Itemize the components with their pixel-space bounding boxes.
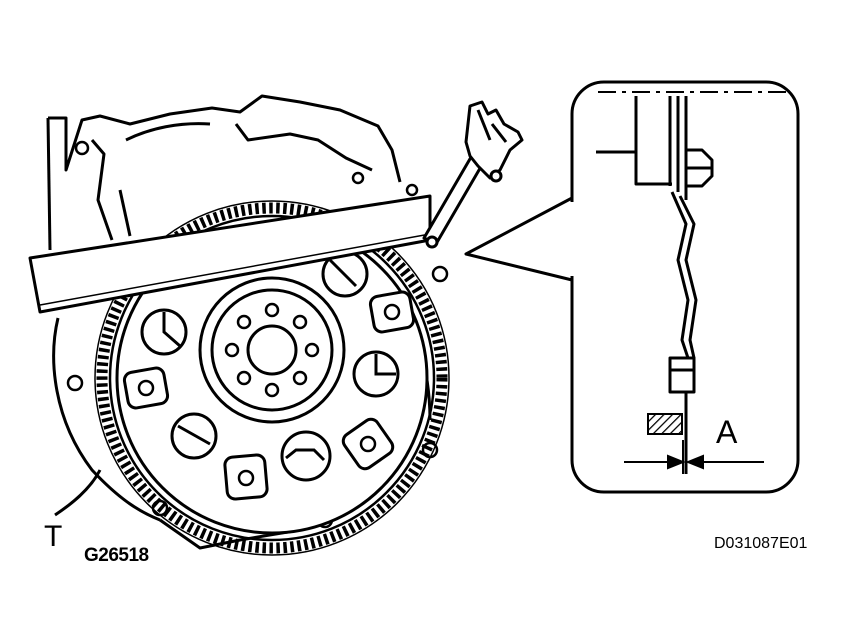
crankshaft-hub <box>198 276 346 424</box>
lightening-hole-marks <box>162 258 396 462</box>
measuring-tool <box>422 100 524 249</box>
hatched-section <box>647 413 683 435</box>
dimension-a-markers <box>624 440 764 474</box>
ring-gear-inner-edge <box>108 214 436 542</box>
figure-number-label: G26518 <box>84 545 149 566</box>
document-code-label: D031087E01 <box>714 535 808 552</box>
straight-edge-bar-bevel <box>39 233 431 306</box>
dimension-a-label: A <box>716 414 738 450</box>
engine-housing <box>46 94 432 550</box>
detail-view <box>596 91 788 474</box>
callout-pointer <box>464 196 574 282</box>
ring-gear <box>96 202 448 554</box>
ring-gear-outer-edge <box>94 200 450 556</box>
mounting-pad-bolts <box>137 303 401 487</box>
hub-bolt-holes <box>224 302 320 398</box>
view-marker-label: T <box>44 520 63 553</box>
